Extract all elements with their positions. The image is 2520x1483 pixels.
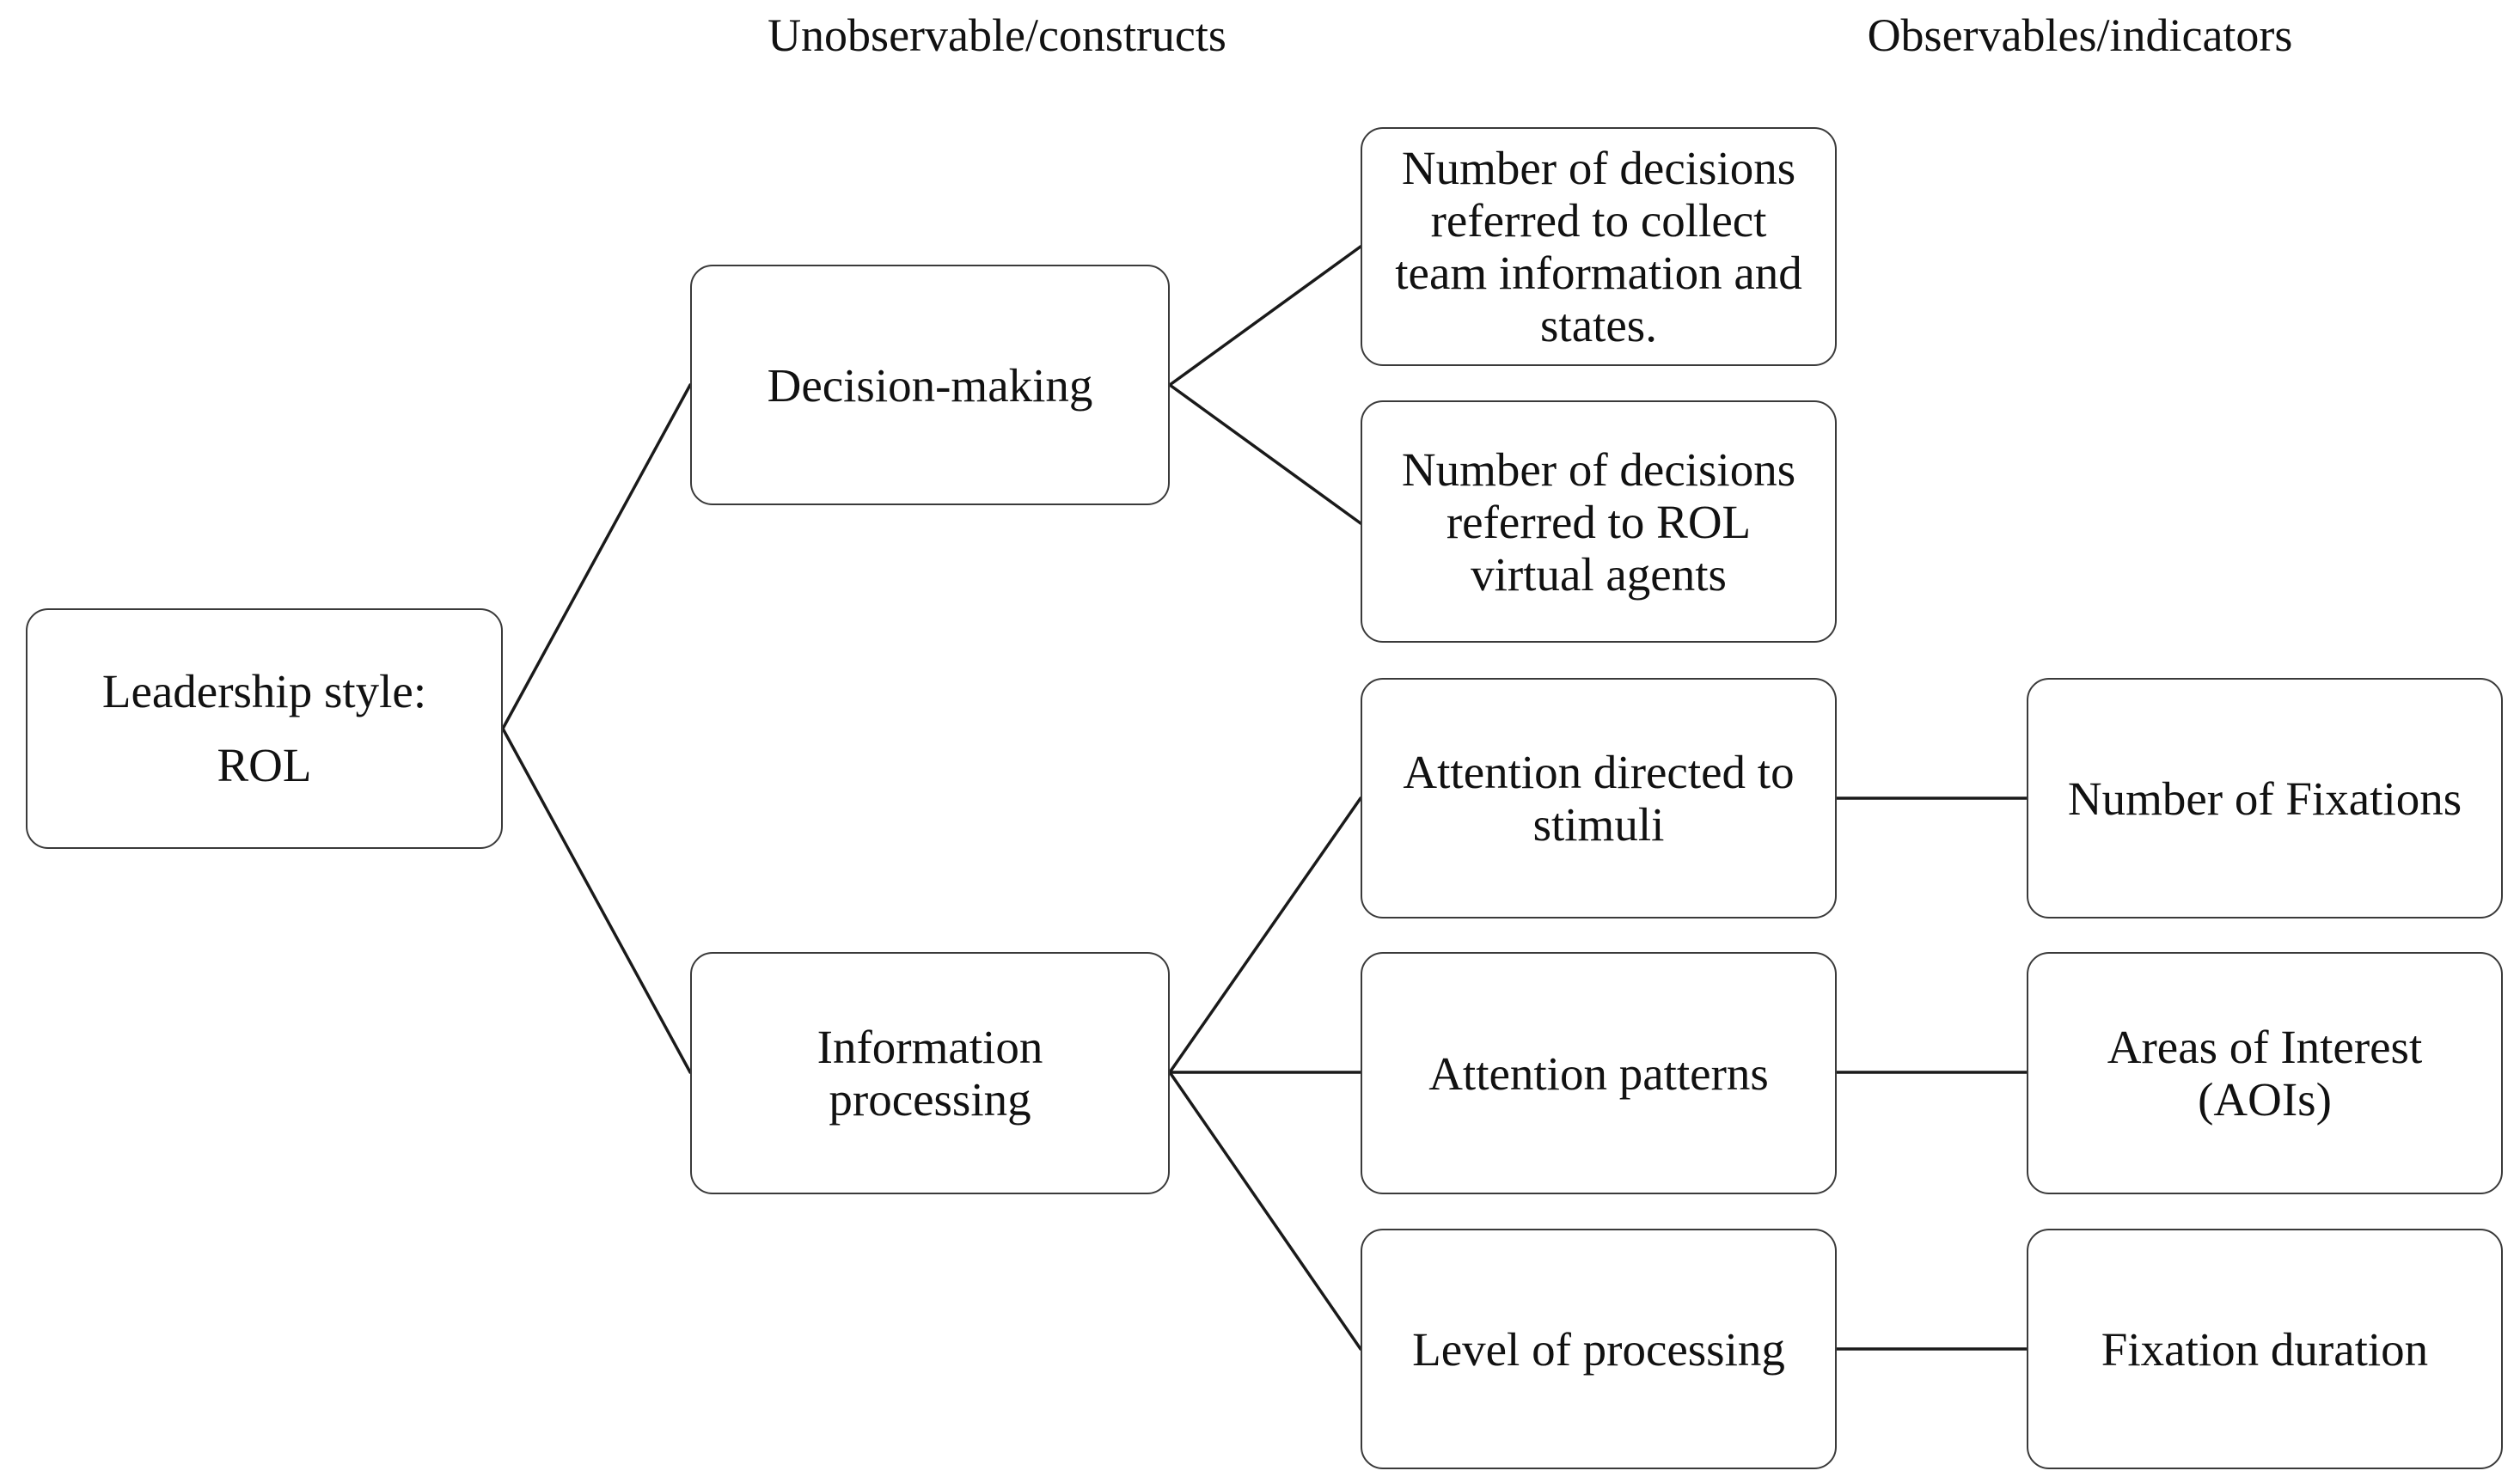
level-processing-node: Level of processing — [1361, 1229, 1837, 1469]
connector-info-level-processing — [1168, 1071, 1362, 1351]
aois-node: Areas of Interest (AOIs) — [2027, 952, 2503, 1194]
information-processing-label: Information processing — [817, 1021, 1043, 1126]
decisions-team-info-node: Number of decisions referred to collect … — [1361, 127, 1837, 366]
connector-decision-team-info — [1168, 245, 1362, 387]
aois-label: Areas of Interest (AOIs) — [2107, 1021, 2423, 1126]
connector-root-decision — [501, 383, 692, 730]
constructs-header: Unobservable/constructs — [768, 9, 1226, 61]
attention-patterns-node: Attention patterns — [1361, 952, 1837, 1194]
connector-root-information — [501, 727, 692, 1074]
decisions-rol-agents-label: Number of decisions referred to ROL virt… — [1401, 442, 1796, 601]
number-fixations-node: Number of Fixations — [2027, 678, 2503, 918]
attention-stimuli-node: Attention directed to stimuli — [1361, 678, 1837, 918]
decision-making-label: Decision-making — [767, 358, 1093, 412]
attention-patterns-label: Attention patterns — [1428, 1047, 1769, 1100]
level-processing-label: Level of processing — [1412, 1322, 1785, 1376]
indicators-header: Observables/indicators — [1867, 9, 2293, 61]
decision-making-node: Decision-making — [690, 265, 1170, 505]
attention-stimuli-label: Attention directed to stimuli — [1403, 746, 1795, 851]
number-fixations-label: Number of Fixations — [2067, 772, 2462, 825]
decisions-rol-agents-node: Number of decisions referred to ROL virt… — [1361, 400, 1837, 643]
connector-decision-rol-agents — [1168, 383, 1362, 525]
leadership-style-node: Leadership style: ROL — [26, 608, 503, 849]
fixation-duration-node: Fixation duration — [2027, 1229, 2503, 1469]
information-processing-node: Information processing — [690, 952, 1170, 1194]
fixation-duration-label: Fixation duration — [2101, 1322, 2429, 1376]
connector-info-attention-stimuli — [1168, 796, 1362, 1074]
decisions-team-info-label: Number of decisions referred to collect … — [1395, 142, 1802, 351]
leadership-style-label: Leadership style: ROL — [101, 665, 427, 791]
